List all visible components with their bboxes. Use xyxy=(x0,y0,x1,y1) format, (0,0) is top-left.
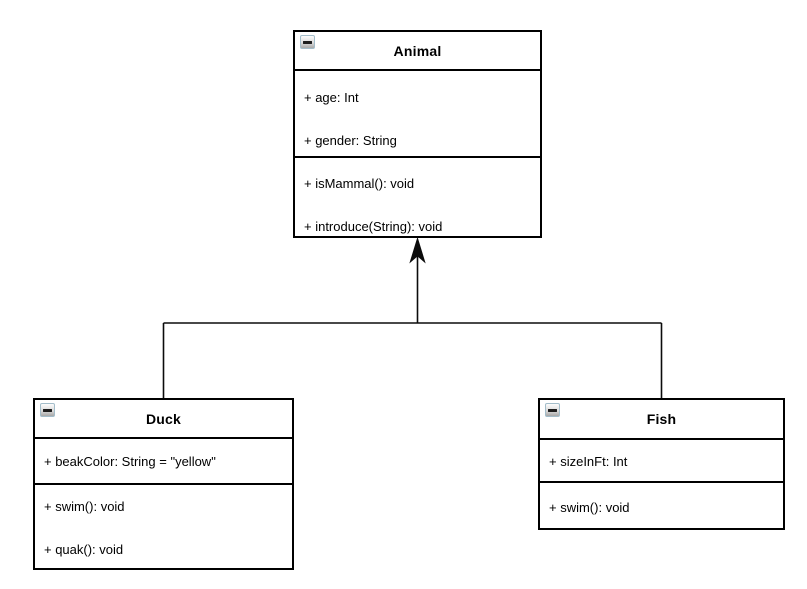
attribute-row: + beakColor: String = "yellow" xyxy=(44,454,216,469)
collapse-minus-icon[interactable] xyxy=(300,35,315,49)
methods-section-animal: + isMammal(): void + introduce(String): … xyxy=(295,156,540,236)
class-title: Fish xyxy=(646,411,677,427)
class-header-animal: Animal xyxy=(295,32,540,69)
attribute-row: + gender: String xyxy=(304,133,397,148)
method-row: + introduce(String): void xyxy=(304,219,443,234)
arrowhead-icon xyxy=(409,236,426,264)
class-header-fish: Fish xyxy=(540,400,783,438)
class-box-fish[interactable]: Fish + sizeInFt: Int + swim(): void xyxy=(538,398,785,530)
class-header-duck: Duck xyxy=(35,400,292,437)
collapse-minus-icon[interactable] xyxy=(545,403,560,417)
methods-section-fish: + swim(): void xyxy=(540,481,783,528)
class-title: Animal xyxy=(393,42,442,59)
class-title: Duck xyxy=(145,410,182,427)
method-row: + quak(): void xyxy=(44,542,124,557)
attribute-row: + sizeInFt: Int xyxy=(549,454,628,469)
class-box-animal[interactable]: Animal + age: Int + gender: String + isM… xyxy=(293,30,542,238)
attribute-row: + age: Int xyxy=(304,90,359,105)
class-box-duck[interactable]: Duck + beakColor: String = "yellow" + sw… xyxy=(33,398,294,570)
collapse-minus-icon[interactable] xyxy=(40,403,55,417)
minus-glyph xyxy=(548,408,557,412)
attributes-section-animal: + age: Int + gender: String xyxy=(295,69,540,156)
method-row: + swim(): void xyxy=(549,500,630,515)
minus-glyph xyxy=(303,40,312,44)
minus-glyph xyxy=(43,408,52,412)
attributes-section-fish: + sizeInFt: Int xyxy=(540,438,783,481)
attributes-section-duck: + beakColor: String = "yellow" xyxy=(35,437,292,483)
method-row: + isMammal(): void xyxy=(304,176,415,191)
methods-section-duck: + swim(): void + quak(): void xyxy=(35,483,292,568)
method-row: + swim(): void xyxy=(44,499,125,514)
